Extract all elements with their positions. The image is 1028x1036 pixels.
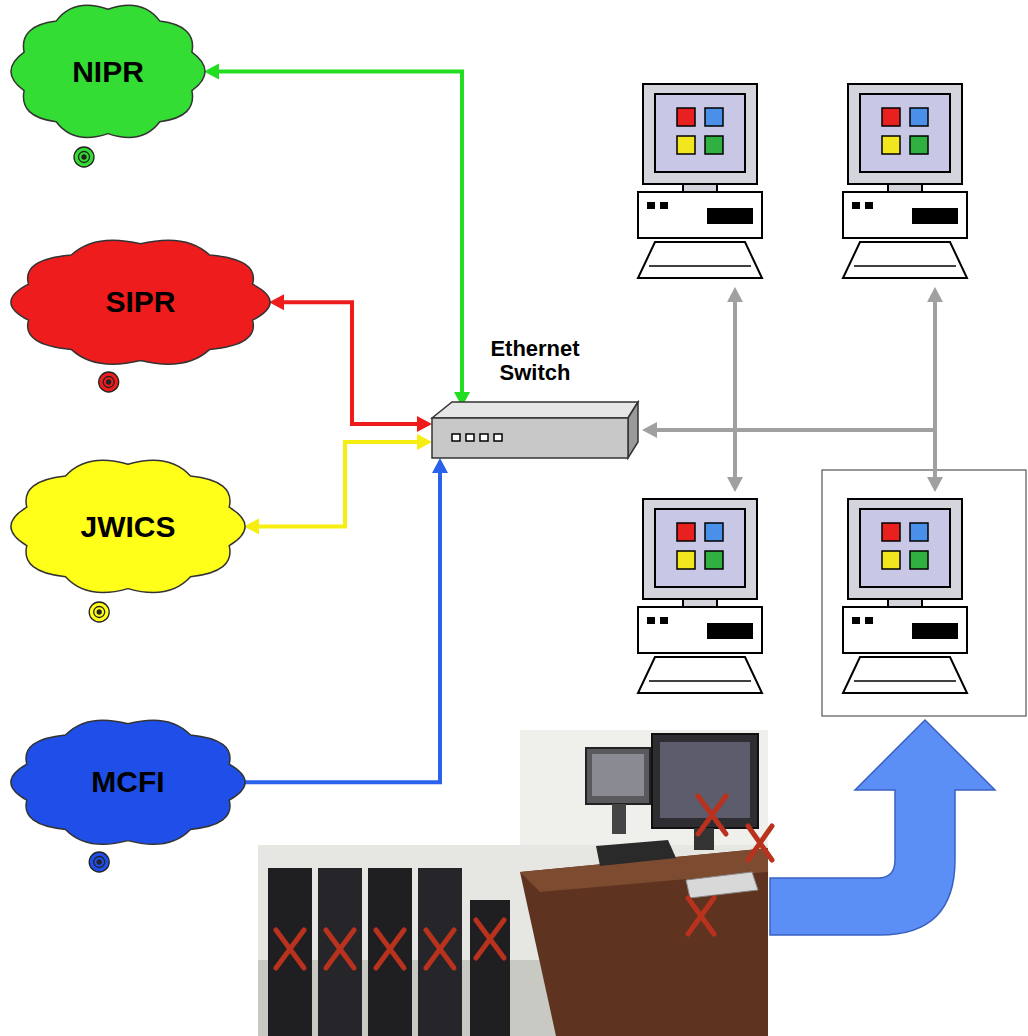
- lan-wires: [642, 287, 943, 492]
- cloud-shape: [11, 5, 205, 137]
- ethernet-switch: Ethernet Switch: [430, 335, 640, 460]
- cloud-text-area: JWICS: [8, 455, 248, 598]
- network-cloud: SIPR: [8, 235, 273, 395]
- computer-icon: [638, 84, 762, 278]
- cloud-port-symbol: [82, 155, 86, 159]
- arrow-head: [417, 434, 432, 450]
- switch-label-area: Ethernet Switch: [430, 335, 640, 385]
- cloud-shape: [11, 720, 245, 844]
- cloud-text-area: NIPR: [8, 0, 208, 143]
- cross-marks: [276, 796, 772, 968]
- cloud-port-symbol: [97, 860, 101, 864]
- link-line: [244, 472, 440, 782]
- cloud-port-symbol: [89, 602, 109, 622]
- link-line: [218, 71, 462, 393]
- cloud-port-symbol: [103, 377, 114, 388]
- link-line: [258, 442, 418, 526]
- computer-icon: [843, 84, 967, 278]
- cloud-port-symbol: [107, 380, 111, 384]
- highlight-frame: [822, 470, 1026, 716]
- cloud-port-symbol: [97, 610, 101, 614]
- network-link: [244, 458, 448, 782]
- cloud-port-symbol: [94, 607, 105, 618]
- arrow-head: [269, 294, 284, 310]
- office-photo: [258, 730, 772, 1036]
- cloud-text-area: MCFI: [8, 715, 248, 849]
- network-name: SIPR: [105, 285, 175, 319]
- arrow-head: [204, 63, 219, 79]
- migration-arrow: [770, 720, 995, 935]
- cloud-shape: [11, 460, 245, 592]
- network-cloud: MCFI: [8, 715, 248, 875]
- arrow-head: [432, 458, 448, 473]
- switch-label: Ethernet Switch: [475, 337, 595, 385]
- network-name: JWICS: [80, 510, 175, 544]
- cloud-text-area: SIPR: [8, 235, 273, 369]
- network-name: MCFI: [91, 765, 164, 799]
- network-link: [269, 294, 432, 432]
- cloud-port-symbol: [99, 372, 119, 392]
- link-line: [283, 302, 418, 424]
- cloud-port-symbol: [94, 857, 105, 868]
- cloud-port-symbol: [89, 852, 109, 872]
- network-name: NIPR: [72, 55, 144, 89]
- arrow-head: [417, 416, 432, 432]
- network-cloud: NIPR: [8, 0, 208, 170]
- network-link: [244, 434, 432, 534]
- arrow-head: [244, 518, 259, 534]
- computer-icon: [638, 499, 762, 693]
- switch-outline: [430, 398, 640, 460]
- switch-body: [430, 398, 640, 460]
- network-link: [204, 63, 470, 407]
- cloud-port-symbol: [79, 152, 90, 163]
- cloud-port-symbol: [74, 147, 94, 167]
- network-cloud: JWICS: [8, 455, 248, 625]
- computer-icon: [843, 499, 967, 693]
- computer-icons: [638, 84, 967, 693]
- cloud-shape: [11, 240, 270, 364]
